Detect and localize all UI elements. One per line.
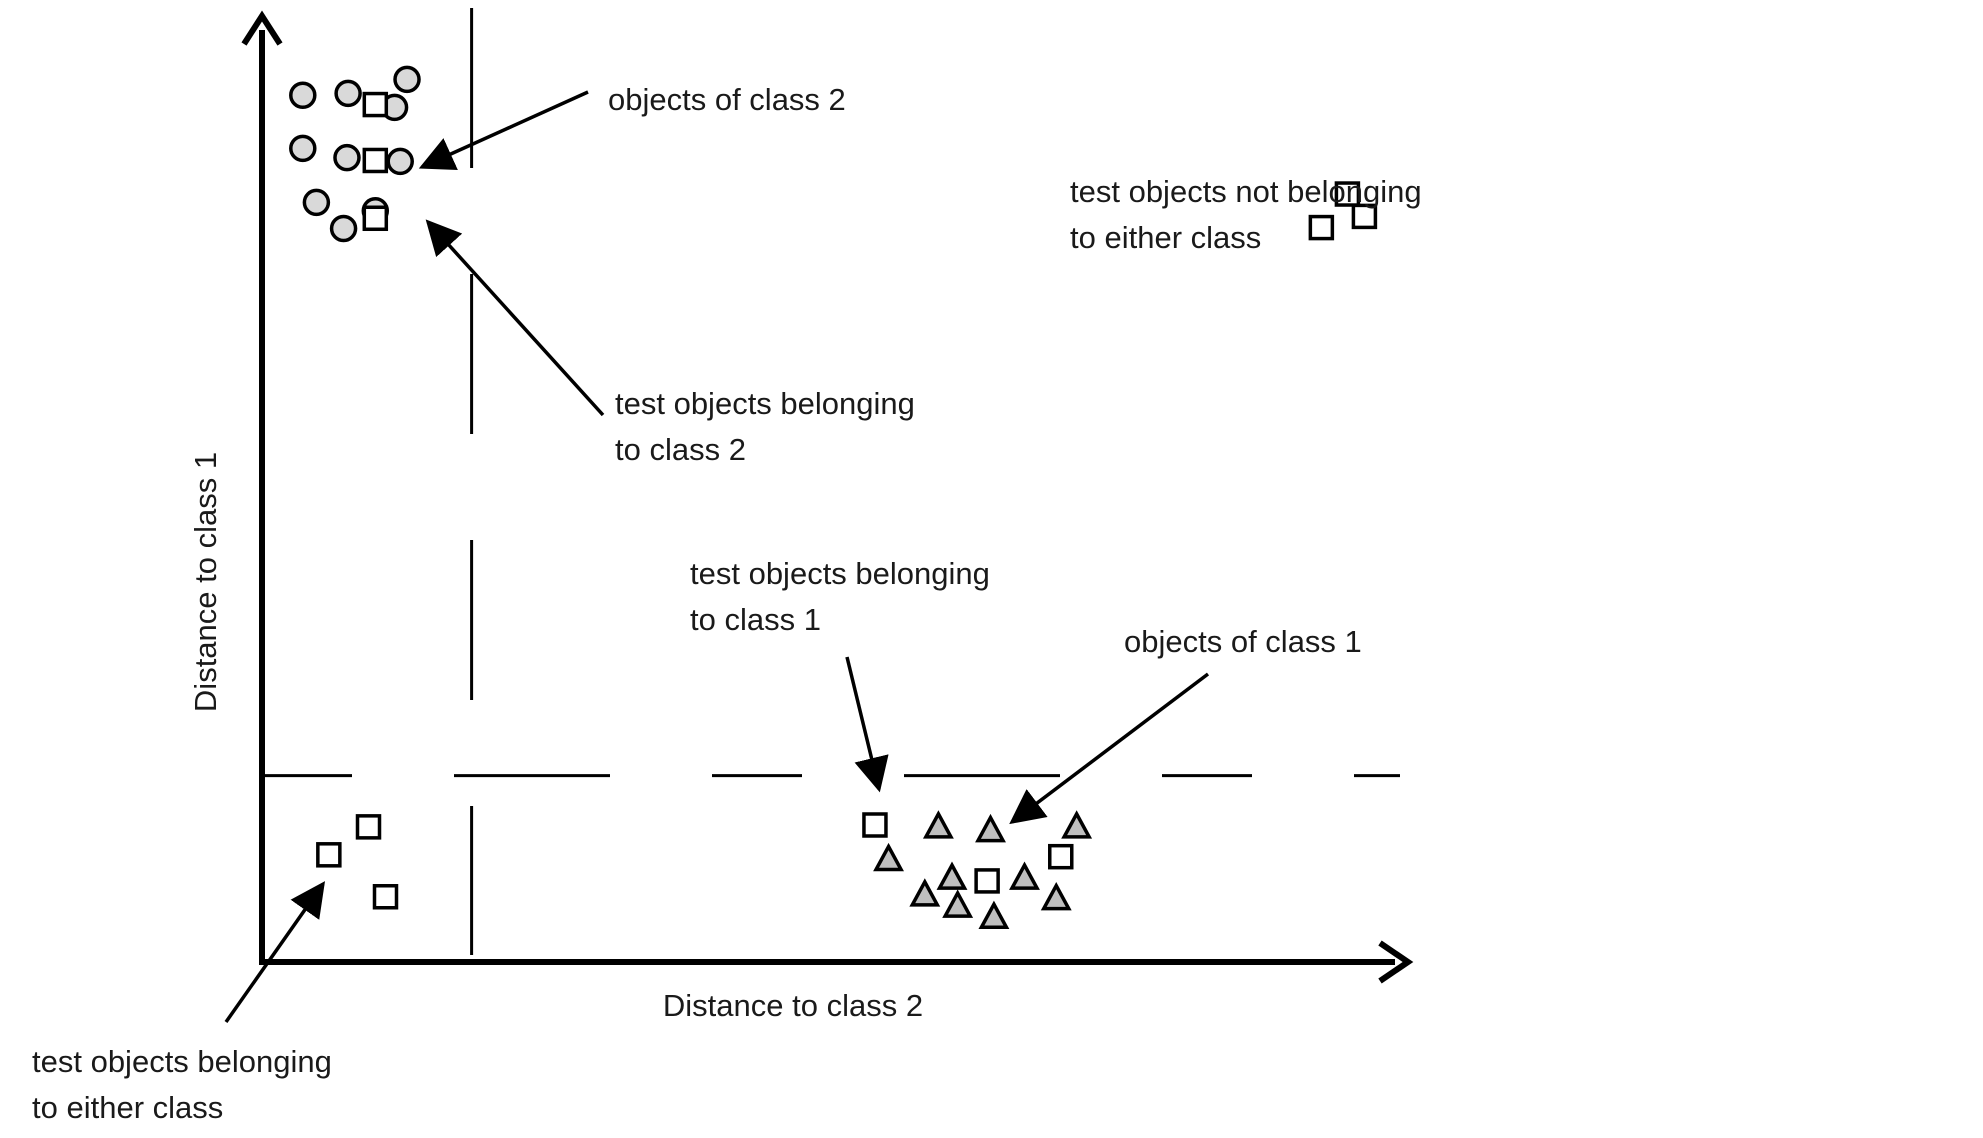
class-1-object-point — [1040, 881, 1072, 911]
class-2-object-point — [334, 79, 362, 108]
arrow-test-class-1 — [845, 656, 889, 793]
annotation-test-class-1-line-2: to class 1 — [690, 602, 821, 637]
x-axis-title: Distance to class 2 — [663, 988, 923, 1023]
test-object-point — [355, 814, 382, 840]
data-points — [289, 65, 1378, 930]
test-object-point — [1048, 843, 1074, 870]
arrow-objects-class-1 — [1009, 672, 1210, 825]
class-1-object-point — [975, 813, 1006, 843]
test-object-point — [1308, 214, 1335, 241]
class-2-object-point — [302, 188, 331, 217]
annotation-test-either-line-1: test objects belonging — [32, 1044, 332, 1079]
arrow-test-class-2 — [425, 219, 605, 417]
class-1-object-point — [942, 889, 974, 918]
class-1-object-point — [873, 842, 904, 872]
test-object-point — [316, 842, 342, 868]
annotation-test-not-either-line-2: to either class — [1070, 220, 1261, 255]
test-object-point — [362, 205, 389, 232]
class-1-object-point — [922, 810, 954, 839]
arrow-test-either-class — [224, 881, 326, 1024]
class-2-object-point — [289, 81, 317, 109]
test-object-point — [862, 812, 888, 838]
annotation-objects-class-1: objects of class 1 — [1124, 624, 1362, 659]
x-axis-arrowhead — [1378, 940, 1414, 984]
annotation-test-not-either-line-1: test objects not belonging — [1070, 174, 1422, 209]
annotation-test-class-2-line-2: to class 2 — [615, 432, 746, 467]
arrow-objects-class-2 — [418, 90, 589, 170]
class-2-object-point — [329, 214, 358, 243]
y-axis-arrowhead — [241, 10, 283, 46]
class-1-object-point — [909, 878, 941, 907]
class-2-object-point — [289, 134, 317, 163]
test-object-point — [362, 91, 389, 118]
class-1-object-point — [1009, 861, 1040, 890]
annotation-test-class-1-line-1: test objects belonging — [690, 556, 990, 591]
class-1-object-point — [1061, 810, 1093, 839]
class-1-object-point — [978, 900, 1010, 930]
test-object-point — [362, 147, 389, 174]
annotation-test-either-line-2: to either class — [32, 1090, 223, 1125]
class-1-object-point — [936, 861, 968, 890]
y-axis-title: Distance to class 1 — [188, 452, 223, 712]
test-object-point — [974, 868, 1000, 894]
annotation-objects-class-2: objects of class 2 — [608, 82, 846, 117]
test-object-point — [1351, 203, 1378, 230]
class-2-object-point — [333, 143, 361, 172]
test-object-point — [372, 884, 399, 910]
class-2-object-point — [386, 147, 414, 176]
annotation-test-class-2-line-1: test objects belonging — [615, 386, 915, 421]
class-2-object-point — [393, 65, 421, 94]
test-object-point — [1334, 181, 1361, 207]
